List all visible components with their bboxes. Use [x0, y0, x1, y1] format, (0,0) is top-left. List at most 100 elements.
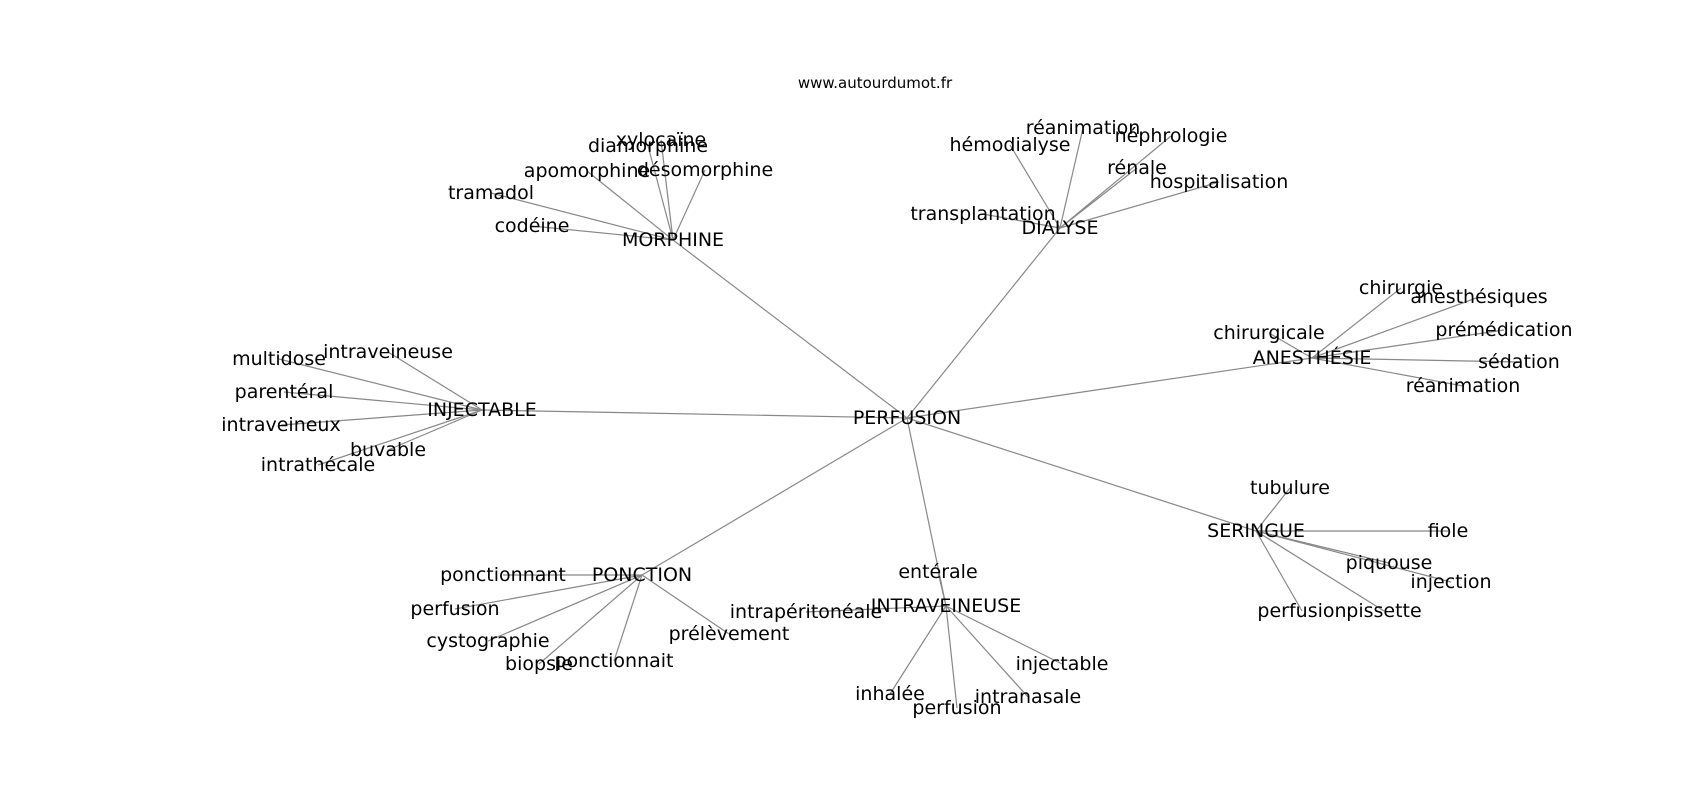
hub-node-injectable: INJECTABLE: [427, 399, 536, 421]
leaf-node: tubulure: [1250, 477, 1330, 499]
leaf-node: entérale: [898, 561, 977, 583]
leaf-node: intrathécale: [261, 454, 375, 476]
edge-anesthesie-leaf: [1268, 332, 1313, 359]
hub-node-morphine: MORPHINE: [622, 229, 724, 251]
leaf-node: sédation: [1478, 351, 1560, 373]
leaf-node: apomorphine: [524, 160, 650, 182]
edge-ponction-leaf: [613, 574, 643, 662]
edge-anesthesie-leaf: [1311, 296, 1480, 359]
edge-center-intraveineuse: [906, 417, 947, 607]
edge-morphine-leaf: [647, 145, 674, 241]
hub-node-ponction: PONCTION: [592, 564, 692, 586]
leaf-node: perfusion: [1257, 600, 1346, 622]
leaf-node: injection: [1410, 571, 1491, 593]
hub-node-intraveineuse: INTRAVEINEUSE: [871, 595, 1021, 617]
leaf-node: multidose: [232, 348, 326, 370]
leaf-node: prémédication: [1435, 319, 1572, 341]
edge-center-morphine: [672, 239, 908, 419]
edge-ponction-leaf: [454, 574, 643, 610]
edge-intraveineuse-leaf: [937, 571, 947, 607]
leaf-node: hospitalisation: [1150, 171, 1289, 193]
edge-seringue-leaf: [1255, 487, 1291, 532]
edge-injectable-leaf: [283, 391, 483, 411]
leaf-node: inhalée: [855, 683, 925, 705]
center-node: PERFUSION: [853, 407, 961, 429]
edge-anesthesie-leaf: [1311, 287, 1402, 359]
edge-dialyse-leaf: [1059, 167, 1138, 229]
edge-morphine-leaf: [660, 139, 674, 241]
leaf-node: diamorphine: [588, 135, 708, 157]
leaf-node: désomorphine: [637, 159, 773, 181]
edge-ponction-leaf: [641, 574, 730, 635]
edge-intraveineuse-leaf: [945, 605, 1063, 665]
edge-center-seringue: [906, 417, 1257, 532]
edge-anesthesie-leaf: [1311, 357, 1520, 363]
leaf-node: rénale: [1107, 157, 1167, 179]
leaf-node: tramadol: [448, 182, 534, 204]
edge-injectable-leaf: [317, 409, 483, 466]
edge-ponction-leaf: [538, 574, 643, 665]
edge-intraveineuse-leaf: [805, 605, 947, 613]
leaf-node: cystographie: [426, 630, 549, 652]
leaf-node: fiole: [1428, 520, 1469, 542]
source-watermark: www.autourdumot.fr: [798, 74, 953, 92]
leaf-node: transplantation: [910, 203, 1055, 225]
edge-anesthesie-leaf: [1311, 357, 1464, 387]
edge-injectable-leaf: [387, 409, 483, 451]
leaf-node: buvable: [350, 439, 426, 461]
leaf-node: xylocaïne: [616, 129, 707, 151]
leaf-node: perfusion: [410, 598, 499, 620]
edge-dialyse-leaf: [982, 213, 1061, 229]
leaf-node: néphrologie: [1115, 125, 1228, 147]
edge-injectable-leaf: [278, 358, 483, 411]
leaf-node: réanimation: [1406, 375, 1521, 397]
edge-seringue-leaf: [1255, 530, 1303, 612]
leaf-node: anesthésiques: [1410, 286, 1547, 308]
edge-morphine-leaf: [672, 169, 706, 241]
edge-dialyse-leaf: [1009, 144, 1061, 229]
graph-edges: [278, 127, 1520, 709]
leaf-node: ponctionnait: [555, 650, 674, 672]
edge-center-anesthesie: [906, 357, 1313, 419]
edge-center-injectable: [481, 409, 908, 419]
leaf-node: codéine: [495, 215, 570, 237]
edge-intraveineuse-leaf: [889, 605, 947, 695]
leaf-node: biopsie: [505, 653, 573, 675]
leaf-node: chirurgicale: [1213, 322, 1325, 344]
edge-seringue-leaf: [1255, 530, 1452, 583]
leaf-node: ponctionnant: [440, 564, 566, 586]
edge-injectable-leaf: [387, 351, 483, 411]
hub-node-anesthesie: ANESTHÉSIE: [1253, 346, 1372, 369]
leaf-node: parentéral: [235, 381, 334, 403]
edge-morphine-leaf: [490, 192, 674, 241]
leaf-node: perfusion: [912, 697, 1001, 719]
edge-dialyse-leaf: [1059, 127, 1084, 229]
edge-anesthesie-leaf: [1311, 329, 1505, 359]
leaf-node: chirurgie: [1359, 277, 1443, 299]
edge-center-ponction: [641, 417, 908, 576]
hub-node-seringue: SERINGUE: [1207, 520, 1305, 542]
edge-morphine-leaf: [586, 170, 674, 241]
leaf-node: prélèvement: [669, 623, 790, 645]
leaf-node: injectable: [1016, 653, 1109, 675]
edge-center-dialyse: [906, 227, 1061, 419]
edge-morphine-leaf: [531, 225, 674, 241]
leaf-node: piquouse: [1346, 552, 1433, 574]
edge-seringue-leaf: [1255, 530, 1385, 612]
leaf-node: réanimation: [1026, 117, 1141, 139]
leaf-node: intraveineux: [221, 414, 340, 436]
edge-intraveineuse-leaf: [945, 605, 958, 709]
leaf-node: intranasale: [975, 686, 1081, 708]
hub-node-dialyse: DIALYSE: [1022, 217, 1099, 239]
leaf-node: intraveineuse: [323, 341, 453, 363]
edge-dialyse-leaf: [1059, 181, 1220, 229]
leaf-node: hémodialyse: [950, 134, 1071, 156]
edge-ponction-leaf: [487, 574, 643, 642]
edge-intraveineuse-leaf: [945, 605, 1029, 698]
leaf-node: intrapéritonéale: [730, 601, 882, 623]
leaf-node: pissette: [1346, 600, 1421, 622]
edge-dialyse-leaf: [1059, 135, 1172, 229]
edge-injectable-leaf: [280, 409, 483, 426]
